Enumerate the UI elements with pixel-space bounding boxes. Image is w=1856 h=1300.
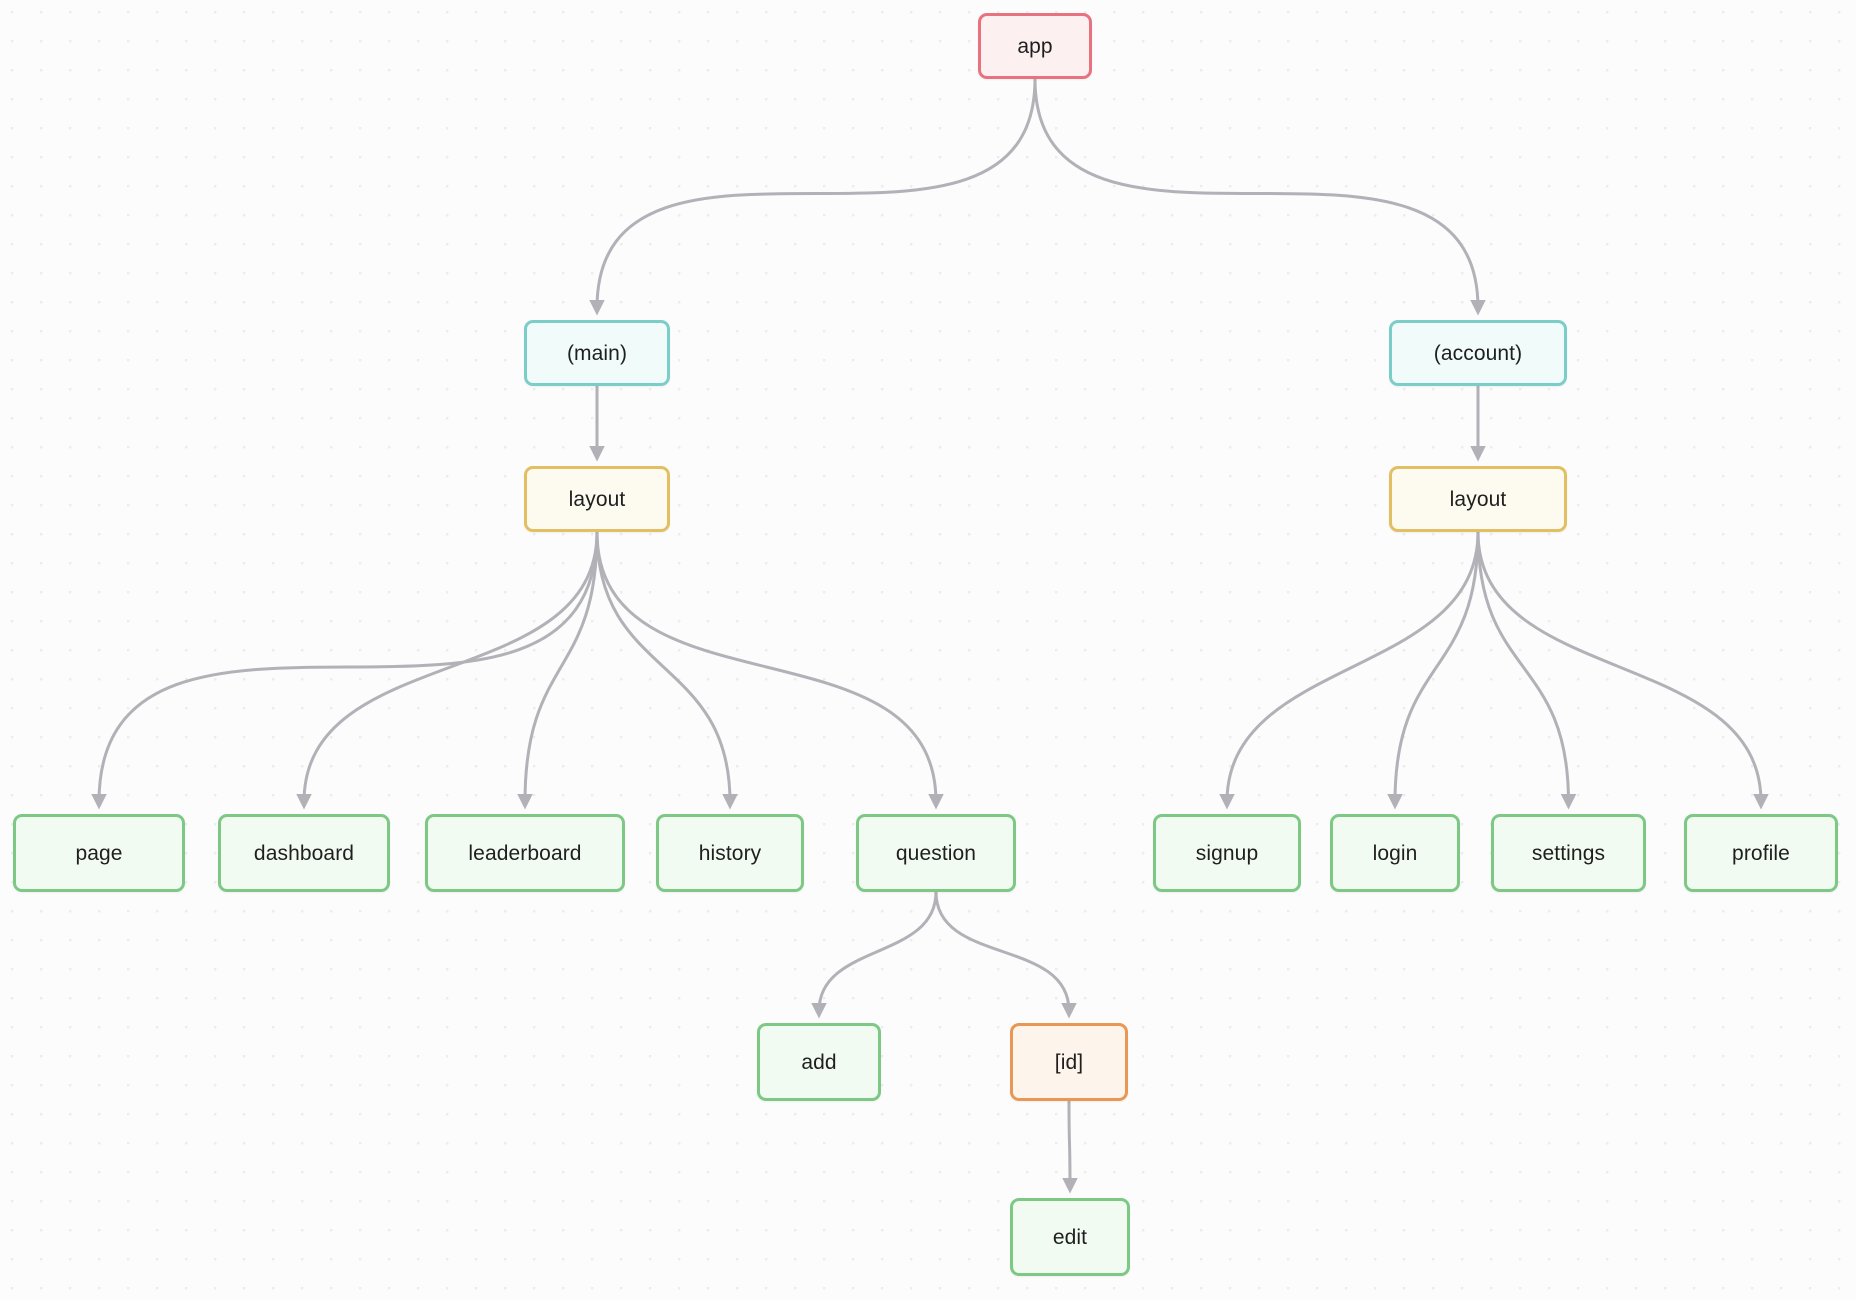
edge-acct-layout-to-settings (1476, 531, 1577, 810)
node-page[interactable]: page (13, 814, 185, 892)
edge-main-layout-to-page (91, 531, 599, 810)
node-settings[interactable]: settings (1491, 814, 1646, 892)
node-label-edit: edit (1052, 1225, 1088, 1249)
node-dashboard[interactable]: dashboard (218, 814, 390, 892)
edge-acct-layout-to-login (1387, 531, 1480, 810)
node-leaderboard[interactable]: leaderboard (425, 814, 625, 892)
node-add[interactable]: add (757, 1023, 881, 1101)
edge-app-to-main (589, 78, 1037, 316)
node-id[interactable]: [id] (1010, 1023, 1128, 1101)
node-label-leaderboard: leaderboard (468, 841, 582, 865)
node-signup[interactable]: signup (1153, 814, 1301, 892)
node-edit[interactable]: edit (1010, 1198, 1130, 1276)
node-label-login: login (1372, 841, 1418, 865)
node-label-main-layout: layout (568, 487, 626, 511)
node-label-account: (account) (1433, 341, 1523, 365)
node-main[interactable]: (main) (524, 320, 670, 386)
node-label-acct-layout: layout (1449, 487, 1507, 511)
node-main-layout[interactable]: layout (524, 466, 670, 532)
edge-app-to-account (1033, 78, 1486, 316)
edge-acct-layout-to-profile (1476, 531, 1769, 810)
node-label-app: app (1017, 34, 1053, 58)
node-question[interactable]: question (856, 814, 1016, 892)
node-acct-layout[interactable]: layout (1389, 466, 1567, 532)
node-label-question: question (895, 841, 977, 865)
node-login[interactable]: login (1330, 814, 1460, 892)
node-history[interactable]: history (656, 814, 804, 892)
edge-main-layout-to-leaderboard (517, 531, 599, 810)
node-label-dashboard: dashboard (253, 841, 355, 865)
node-label-id: [id] (1054, 1050, 1084, 1074)
node-label-history: history (698, 841, 762, 865)
node-label-settings: settings (1531, 841, 1606, 865)
edge-question-to-id (934, 891, 1077, 1019)
edge-main-layout-to-dashboard (296, 531, 599, 810)
node-label-page: page (75, 841, 123, 865)
node-label-add: add (801, 1050, 837, 1074)
edge-acct-layout-to-signup (1219, 531, 1480, 810)
edge-id-to-edit (1062, 1100, 1078, 1194)
node-account[interactable]: (account) (1389, 320, 1567, 386)
edge-question-to-add (811, 891, 938, 1019)
node-label-profile: profile (1732, 841, 1790, 865)
node-app[interactable]: app (978, 13, 1092, 79)
node-label-signup: signup (1195, 841, 1259, 865)
edge-main-layout-to-history (595, 531, 738, 810)
node-label-main: (main) (566, 341, 628, 365)
edge-main-layout-to-question (595, 531, 944, 810)
node-profile[interactable]: profile (1684, 814, 1838, 892)
